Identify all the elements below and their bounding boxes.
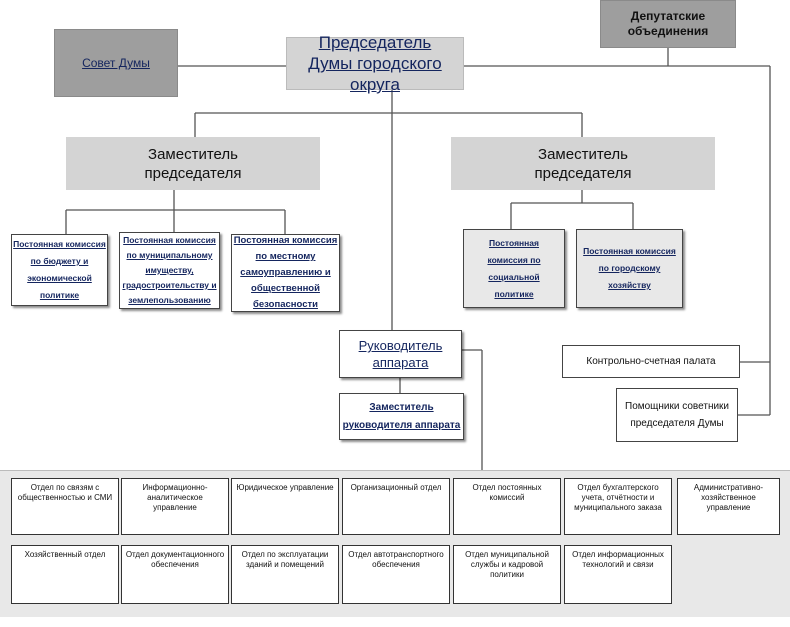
department-box: Юридическое управление bbox=[231, 478, 339, 535]
assistants-box: Помощники советники председателя Думы bbox=[616, 388, 738, 442]
department-label: Юридическое управление bbox=[236, 483, 334, 492]
apparatus-head-box[interactable]: Руководитель аппарата bbox=[339, 330, 462, 378]
department-label: Отдел информационных технологий и связи bbox=[572, 550, 664, 569]
commission-property-link[interactable]: Постоянная комиссия по муниципальному им… bbox=[122, 235, 217, 305]
department-label: Отдел документационного обеспечения bbox=[125, 550, 225, 569]
department-label: Хозяйственный отдел bbox=[24, 550, 106, 559]
department-box: Отдел автотранспортного обеспечения bbox=[342, 545, 450, 604]
department-label: Отдел постоянных комиссий bbox=[472, 483, 542, 502]
commission-social-link[interactable]: Постоянная комиссия по социальной полити… bbox=[487, 237, 541, 299]
commission-property[interactable]: Постоянная комиссия по муниципальному им… bbox=[119, 232, 220, 309]
audit-chamber-label: Контрольно-счетная палата bbox=[586, 356, 716, 367]
department-box: Административно-хозяйственное управление bbox=[677, 478, 780, 535]
department-box: Отдел постоянных комиссий bbox=[453, 478, 561, 535]
assistants-label: Помощники советники председателя Думы bbox=[625, 401, 730, 429]
commission-urban[interactable]: Постоянная комиссия по городскому хозяйс… bbox=[576, 229, 683, 308]
deputy-chairman-right-label: Заместитель председателя bbox=[534, 145, 632, 182]
commission-urban-link[interactable]: Постоянная комиссия по городскому хозяйс… bbox=[583, 246, 676, 290]
commission-self-government[interactable]: Постоянная комиссия по местному самоупра… bbox=[231, 234, 340, 312]
department-box: Отдел информационных технологий и связи bbox=[564, 545, 672, 604]
department-label: Отдел бухгалтерского учета, отчётности и… bbox=[574, 483, 662, 512]
chairman-box[interactable]: Председатель Думы городского округа bbox=[286, 33, 464, 94]
department-box: Отдел по эксплуатации зданий и помещений bbox=[231, 545, 339, 604]
duma-council-box[interactable]: Совет Думы bbox=[54, 29, 178, 97]
department-box: Отдел бухгалтерского учета, отчётности и… bbox=[564, 478, 672, 535]
commission-budget[interactable]: Постоянная комиссия по бюджету и экономи… bbox=[11, 234, 108, 306]
department-label: Отдел по связям с общественностью и СМИ bbox=[17, 483, 113, 502]
deputy-chairman-left-label: Заместитель председателя bbox=[144, 145, 242, 182]
chairman-link[interactable]: Председатель Думы городского округа bbox=[308, 33, 442, 94]
department-label: Информационно-аналитическое управление bbox=[142, 483, 208, 512]
deputy-chairman-right: Заместитель председателя bbox=[451, 137, 715, 190]
department-label: Отдел муниципальной службы и кадровой по… bbox=[465, 550, 549, 579]
deputy-groups-label: Депутатские объединения bbox=[627, 9, 709, 38]
department-box: Информационно-аналитическое управление bbox=[121, 478, 229, 535]
department-label: Отдел автотранспортного обеспечения bbox=[348, 550, 444, 569]
department-box: Отдел муниципальной службы и кадровой по… bbox=[453, 545, 561, 604]
commission-social[interactable]: Постоянная комиссия по социальной полити… bbox=[463, 229, 565, 308]
department-box: Организационный отдел bbox=[342, 478, 450, 535]
duma-council-link[interactable]: Совет Думы bbox=[82, 56, 150, 70]
commission-budget-link[interactable]: Постоянная комиссия по бюджету и экономи… bbox=[13, 239, 106, 300]
deputy-groups-box: Депутатские объединения bbox=[600, 0, 736, 48]
commission-self-government-link[interactable]: Постоянная комиссия по местному самоупра… bbox=[233, 235, 338, 310]
department-label: Административно-хозяйственное управление bbox=[693, 483, 764, 512]
deputy-chairman-left: Заместитель председателя bbox=[66, 137, 320, 190]
apparatus-deputy-head-box[interactable]: Заместитель руководителя аппарата bbox=[339, 393, 464, 440]
department-box: Отдел по связям с общественностью и СМИ bbox=[11, 478, 119, 535]
audit-chamber-box: Контрольно-счетная палата bbox=[562, 345, 740, 378]
department-box: Хозяйственный отдел bbox=[11, 545, 119, 604]
department-label: Отдел по эксплуатации зданий и помещений bbox=[241, 550, 329, 569]
department-box: Отдел документационного обеспечения bbox=[121, 545, 229, 604]
apparatus-deputy-head-link[interactable]: Заместитель руководителя аппарата bbox=[342, 401, 461, 431]
department-label: Организационный отдел bbox=[350, 483, 442, 492]
apparatus-head-link[interactable]: Руководитель аппарата bbox=[358, 338, 443, 370]
